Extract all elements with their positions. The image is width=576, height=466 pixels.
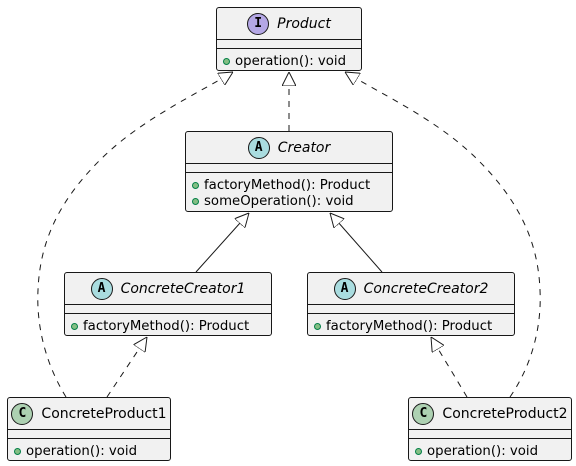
class-badge-icon: C (412, 402, 435, 425)
method-row: factoryMethod(): Product (71, 318, 271, 334)
concrete-product2-class[interactable]: C ConcreteProduct2 operation(): void (408, 397, 572, 461)
concrete-product2-header: C ConcreteProduct2 (409, 398, 571, 430)
concrete-creator1-abstract-class[interactable]: A ConcreteCreator1 factoryMethod(): Prod… (64, 272, 272, 336)
product-fields (217, 40, 361, 49)
creator-title: Creator (277, 139, 331, 156)
product-methods: operation(): void (217, 49, 361, 72)
abstract-badge-icon: A (333, 277, 356, 300)
method-signature: factoryMethod(): Product (83, 318, 250, 334)
public-method-icon (71, 322, 78, 330)
edge-concreteproduct2-product (345, 72, 541, 398)
method-signature: someOperation(): void (204, 193, 354, 209)
method-row: someOperation(): void (192, 193, 392, 209)
concrete-creator1-title: ConcreteCreator1 (120, 280, 246, 297)
concrete-product2-methods: operation(): void (409, 439, 571, 462)
method-signature: factoryMethod(): Product (204, 177, 371, 193)
edge-concreteproduct1-concretecreator1 (106, 337, 147, 398)
edge-concretecreator1-creator (195, 213, 249, 273)
concrete-product1-fields (8, 430, 170, 439)
concrete-product2-title: ConcreteProduct2 (442, 405, 568, 422)
concrete-product1-methods: operation(): void (8, 439, 170, 462)
public-method-icon (192, 197, 199, 205)
concrete-product2-fields (409, 430, 571, 439)
interface-badge-icon: I (247, 12, 270, 35)
concrete-product1-header: C ConcreteProduct1 (8, 398, 170, 430)
concrete-product1-class[interactable]: C ConcreteProduct1 operation(): void (7, 397, 171, 461)
public-method-icon (14, 447, 21, 455)
edge-concreteproduct2-concretecreator2 (431, 337, 468, 398)
abstract-badge-icon: A (247, 136, 270, 159)
public-method-icon (223, 57, 230, 65)
creator-abstract-class[interactable]: A Creator factoryMethod(): Product someO… (185, 131, 393, 212)
concrete-creator2-methods: factoryMethod(): Product (308, 314, 514, 337)
concrete-creator1-methods: factoryMethod(): Product (65, 314, 271, 337)
concrete-creator1-fields (65, 305, 271, 314)
creator-methods: factoryMethod(): Product someOperation()… (186, 173, 392, 212)
method-row: factoryMethod(): Product (192, 177, 392, 193)
method-row: operation(): void (223, 53, 361, 69)
public-method-icon (192, 181, 199, 189)
creator-header: A Creator (186, 132, 392, 164)
concrete-creator2-abstract-class[interactable]: A ConcreteCreator2 factoryMethod(): Prod… (307, 272, 515, 336)
edge-concreteproduct1-product (37, 72, 233, 398)
method-signature: operation(): void (26, 443, 138, 459)
method-signature: operation(): void (235, 53, 347, 69)
class-badge-icon: C (11, 402, 34, 425)
method-row: operation(): void (14, 443, 170, 459)
product-interface[interactable]: I Product operation(): void (216, 7, 362, 71)
concrete-creator2-header: A ConcreteCreator2 (308, 273, 514, 305)
method-row: factoryMethod(): Product (314, 318, 514, 334)
product-title: Product (277, 15, 331, 32)
product-header: I Product (217, 8, 361, 40)
abstract-badge-icon: A (90, 277, 113, 300)
concrete-creator2-fields (308, 305, 514, 314)
method-row: operation(): void (415, 443, 571, 459)
public-method-icon (415, 447, 422, 455)
concrete-product1-title: ConcreteProduct1 (41, 405, 167, 422)
edge-concretecreator2-creator (330, 213, 383, 273)
method-signature: factoryMethod(): Product (326, 318, 493, 334)
creator-fields (186, 164, 392, 173)
method-signature: operation(): void (427, 443, 539, 459)
concrete-creator2-title: ConcreteCreator2 (363, 280, 489, 297)
public-method-icon (314, 322, 321, 330)
concrete-creator1-header: A ConcreteCreator1 (65, 273, 271, 305)
